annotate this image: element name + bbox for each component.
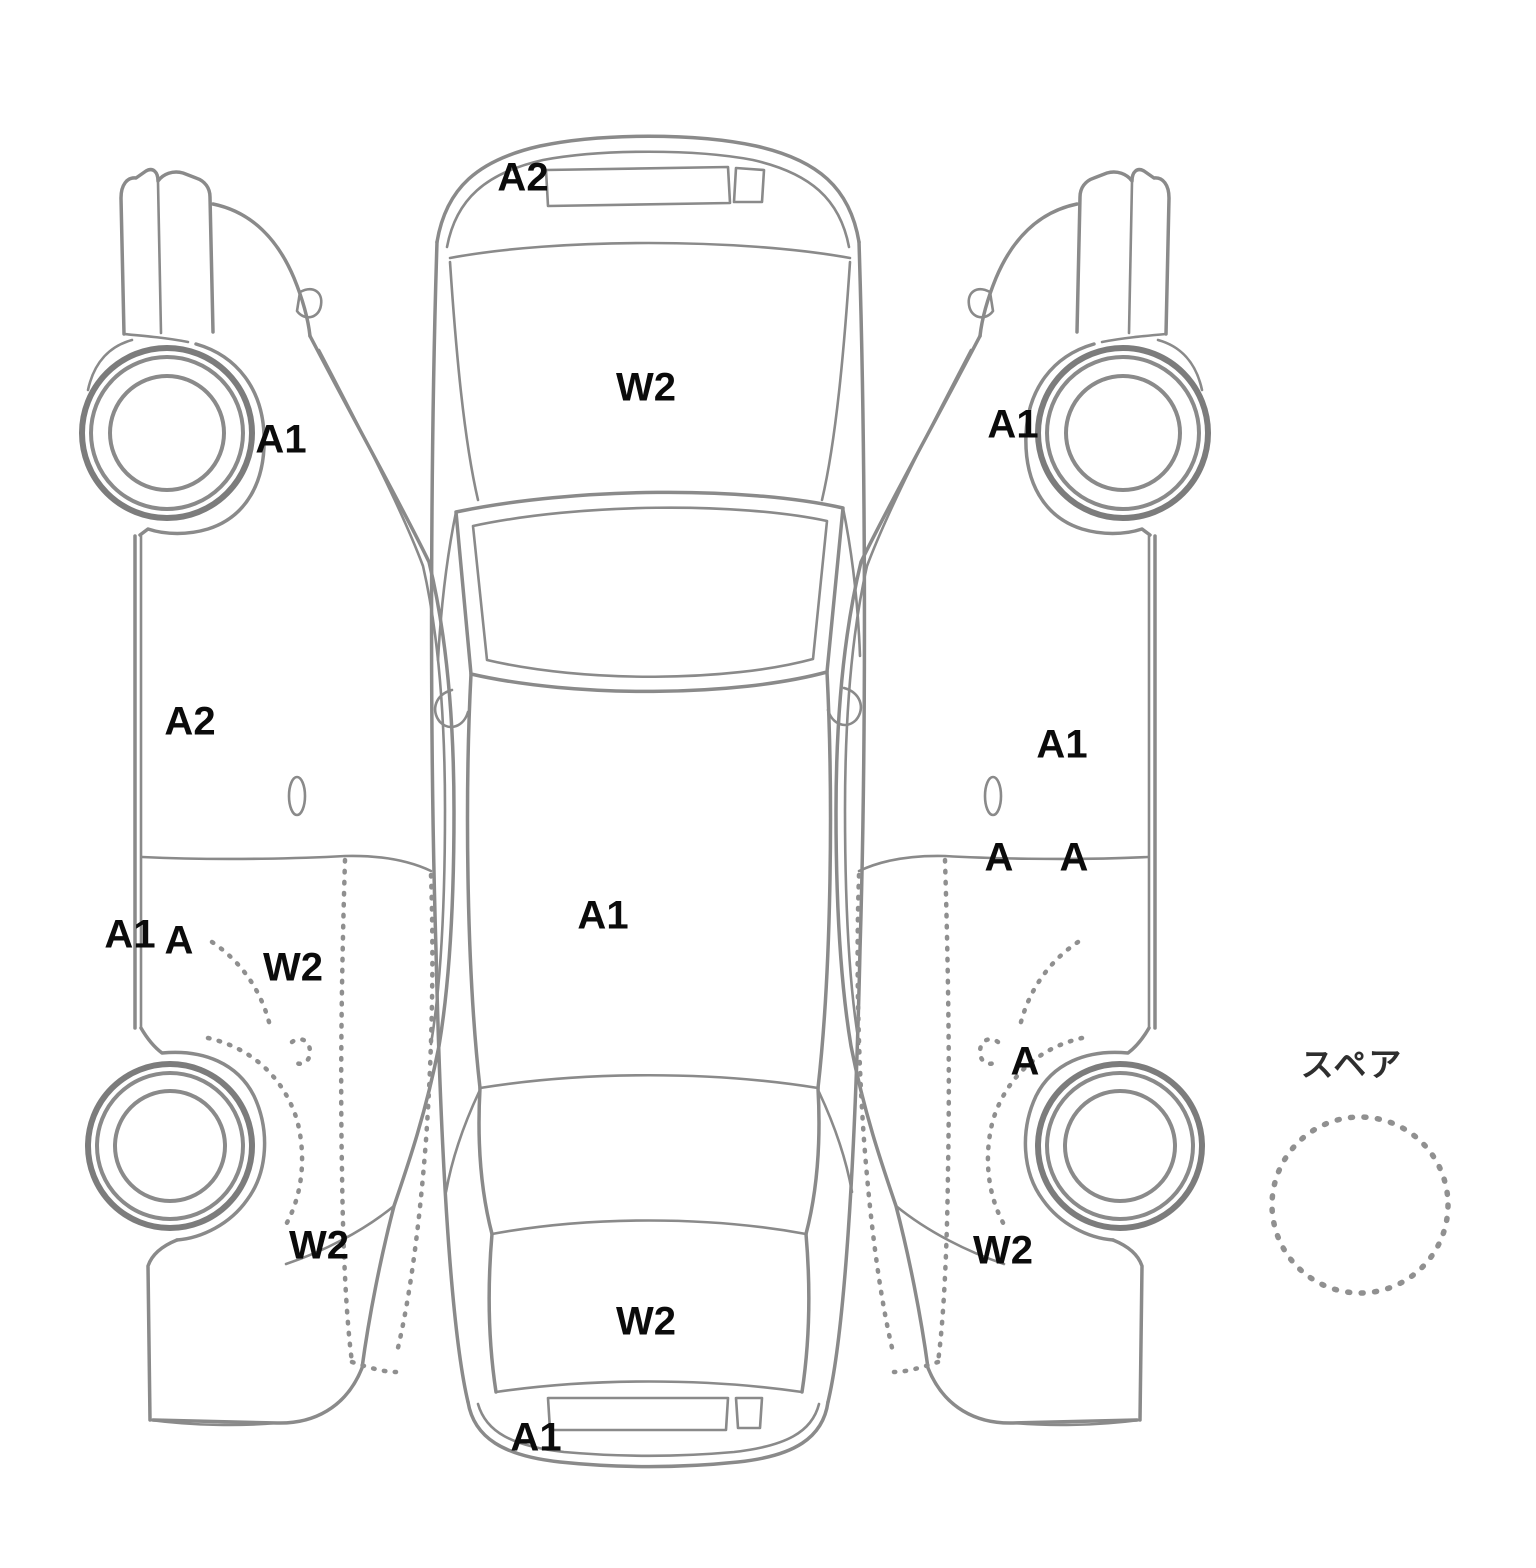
car-top-view [429, 134, 867, 1469]
damage-label-left-front-door: A2 [164, 699, 216, 744]
damage-label-top-hood: W2 [616, 365, 676, 410]
damage-label-left-sill-2: A [164, 918, 194, 963]
damage-label-top-trunk: W2 [616, 1299, 676, 1344]
damage-label-left-rear-quarter: W2 [289, 1223, 349, 1268]
car-left-side-view [79, 167, 456, 1427]
damage-label-left-door-lower: W2 [263, 945, 323, 990]
damage-label-top-front-bumper: A2 [497, 155, 549, 200]
damage-label-right-rear-quarter: W2 [973, 1228, 1033, 1273]
damage-label-right-rear-upper: A [1010, 1039, 1040, 1084]
damage-label-left-sill-1: A1 [104, 912, 156, 957]
damage-label-right-front-fender: A1 [987, 402, 1039, 447]
front-wheel [79, 345, 255, 521]
damage-label-left-front-fender: A1 [255, 417, 307, 462]
damage-label-right-front-door: A1 [1036, 722, 1088, 767]
rear-wheel [85, 1061, 255, 1231]
damage-label-right-door-2: A [1059, 835, 1089, 880]
right-mirror [826, 686, 863, 727]
damage-label-top-rear-bumper: A1 [510, 1415, 562, 1460]
damage-label-top-roof: A1 [577, 893, 629, 938]
side-mirror [295, 287, 323, 319]
spare-tire-circle [1269, 1114, 1451, 1296]
door-handle [287, 775, 307, 817]
spare-tire-label: スペア [1300, 1046, 1404, 1083]
spare-tire [1269, 1114, 1451, 1296]
damage-label-right-door-1: A [984, 835, 1014, 880]
